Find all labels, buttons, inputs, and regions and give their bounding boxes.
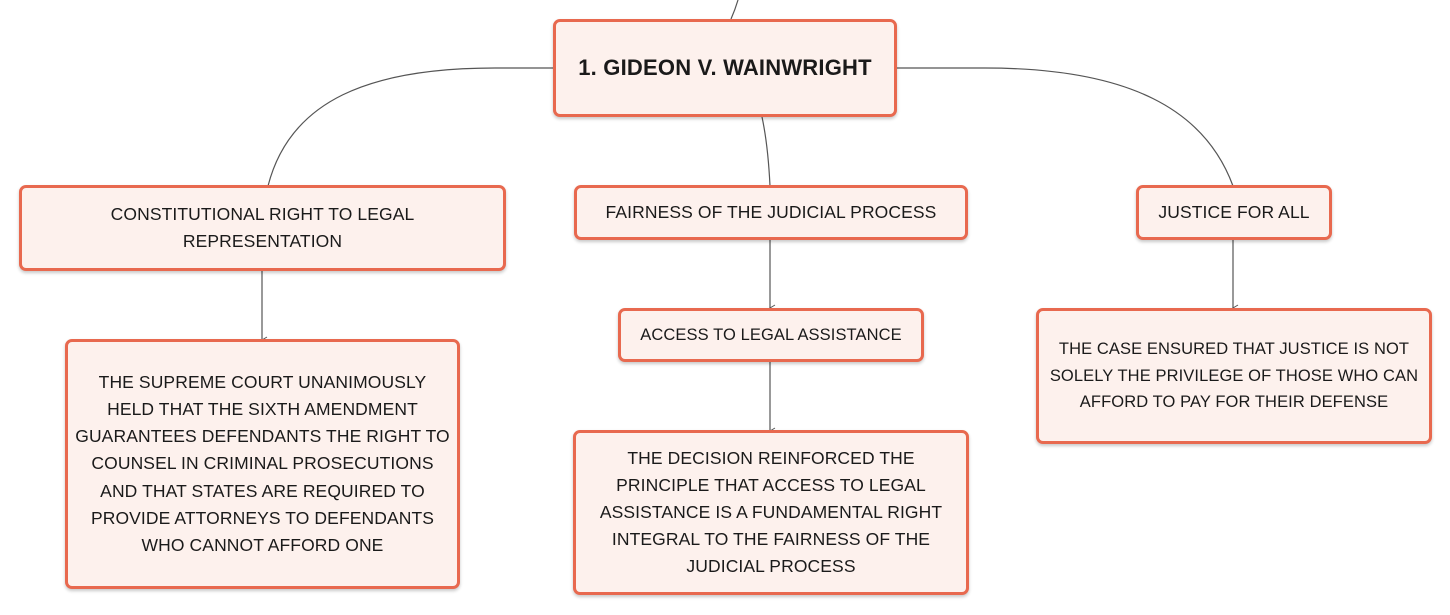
connector-root-to-justice-for-all (895, 67, 1234, 187)
detail-node-text: THE CASE ENSURED THAT JUSTICE IS NOT SOL… (1049, 339, 1419, 412)
detail-node-text: THE DECISION REINFORCED THE PRINCIPLE TH… (599, 447, 943, 577)
branch-node-label: FAIRNESS OF THE JUDICIAL PROCESS (605, 201, 937, 222)
branch-node-justice-for-all[interactable]: JUSTICE FOR ALL (1136, 185, 1332, 240)
detail-node-text: THE SUPREME COURT UNANIMOUSLY HELD THAT … (75, 372, 450, 555)
connector-root-to-legal-representation (267, 67, 555, 187)
sub-branch-node-access-to-legal-assistance[interactable]: ACCESS TO LEGAL ASSISTANCE (618, 308, 924, 362)
sub-branch-node-label: ACCESS TO LEGAL ASSISTANCE (640, 325, 902, 344)
branch-node-fairness[interactable]: FAIRNESS OF THE JUDICIAL PROCESS (574, 185, 968, 240)
root-node-label: 1. GIDEON V. WAINWRIGHT (578, 54, 872, 80)
branch-node-label: JUSTICE FOR ALL (1158, 201, 1310, 222)
detail-node-fundamental-right[interactable]: THE DECISION REINFORCED THE PRINCIPLE TH… (573, 430, 969, 595)
connector-root-to-fairness (761, 116, 771, 187)
detail-node-justice-not-privilege[interactable]: THE CASE ENSURED THAT JUSTICE IS NOT SOL… (1036, 308, 1432, 444)
detail-node-right-to-counsel[interactable]: THE SUPREME COURT UNANIMOUSLY HELD THAT … (65, 339, 460, 589)
connector-root-incoming (730, 0, 739, 20)
branch-node-label: CONSTITUTIONAL RIGHT TO LEGAL REPRESENTA… (110, 203, 415, 251)
root-node[interactable]: 1. GIDEON V. WAINWRIGHT (553, 19, 897, 117)
branch-node-legal-representation[interactable]: CONSTITUTIONAL RIGHT TO LEGAL REPRESENTA… (19, 185, 506, 271)
